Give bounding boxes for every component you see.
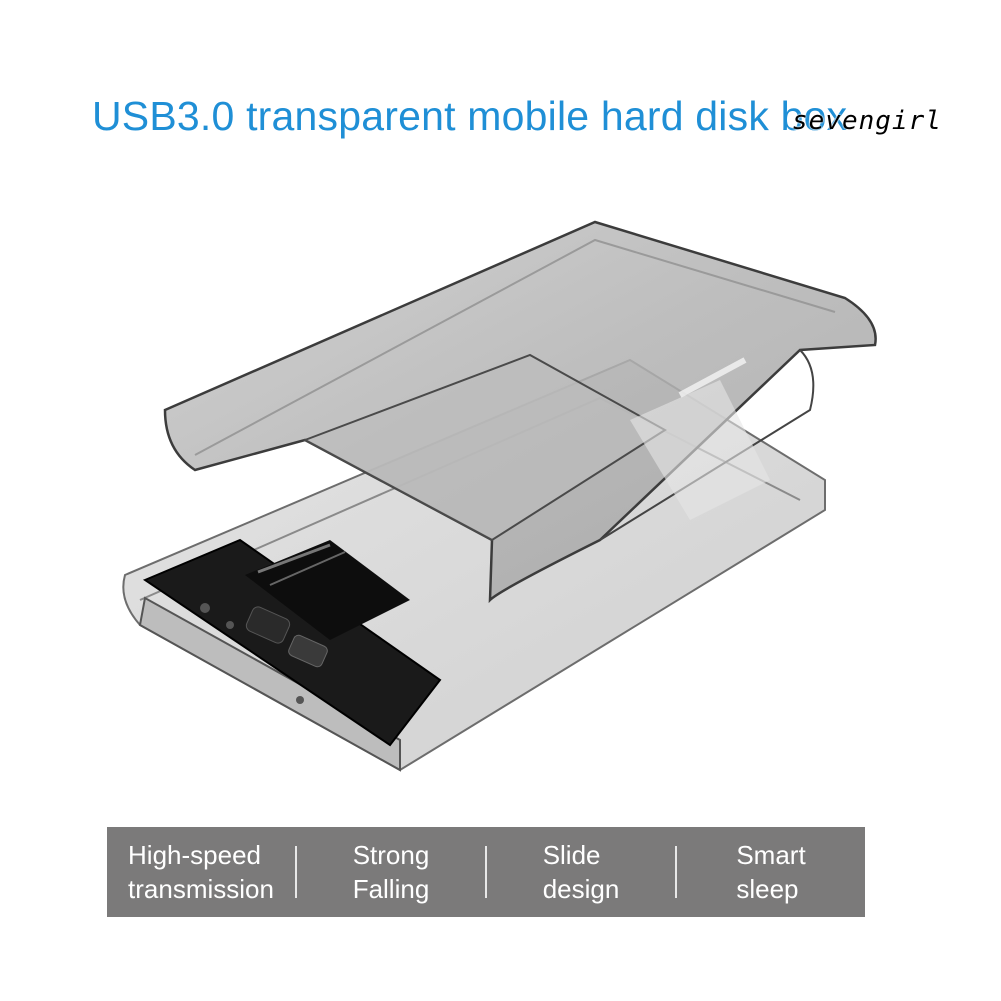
- feature-bar: High-speed transmission Strong Falling S…: [107, 827, 865, 917]
- feature-item: Slide design: [487, 827, 675, 917]
- feature-divider: [295, 846, 297, 898]
- headline: USB3.0 transparent mobile hard disk box: [92, 93, 848, 139]
- feature-divider: [675, 846, 677, 898]
- enclosure-lid: [163, 220, 877, 604]
- feature-line: design: [542, 874, 620, 904]
- watermark: sevengirl: [792, 106, 942, 136]
- feature-line: transmission: [128, 874, 274, 904]
- feature-line: Strong: [352, 840, 430, 870]
- feature-line: Falling: [352, 874, 430, 904]
- feature-item: Smart sleep: [677, 827, 865, 917]
- feature-item: Strong Falling: [297, 827, 485, 917]
- feature-line: Slide: [542, 840, 601, 870]
- feature-line: High-speed: [128, 840, 262, 870]
- feature-line: sleep: [736, 874, 799, 904]
- feature-line: Smart: [736, 840, 806, 870]
- circuit-board: [142, 538, 442, 747]
- feature-divider: [485, 846, 487, 898]
- feature-item: High-speed transmission: [107, 827, 295, 917]
